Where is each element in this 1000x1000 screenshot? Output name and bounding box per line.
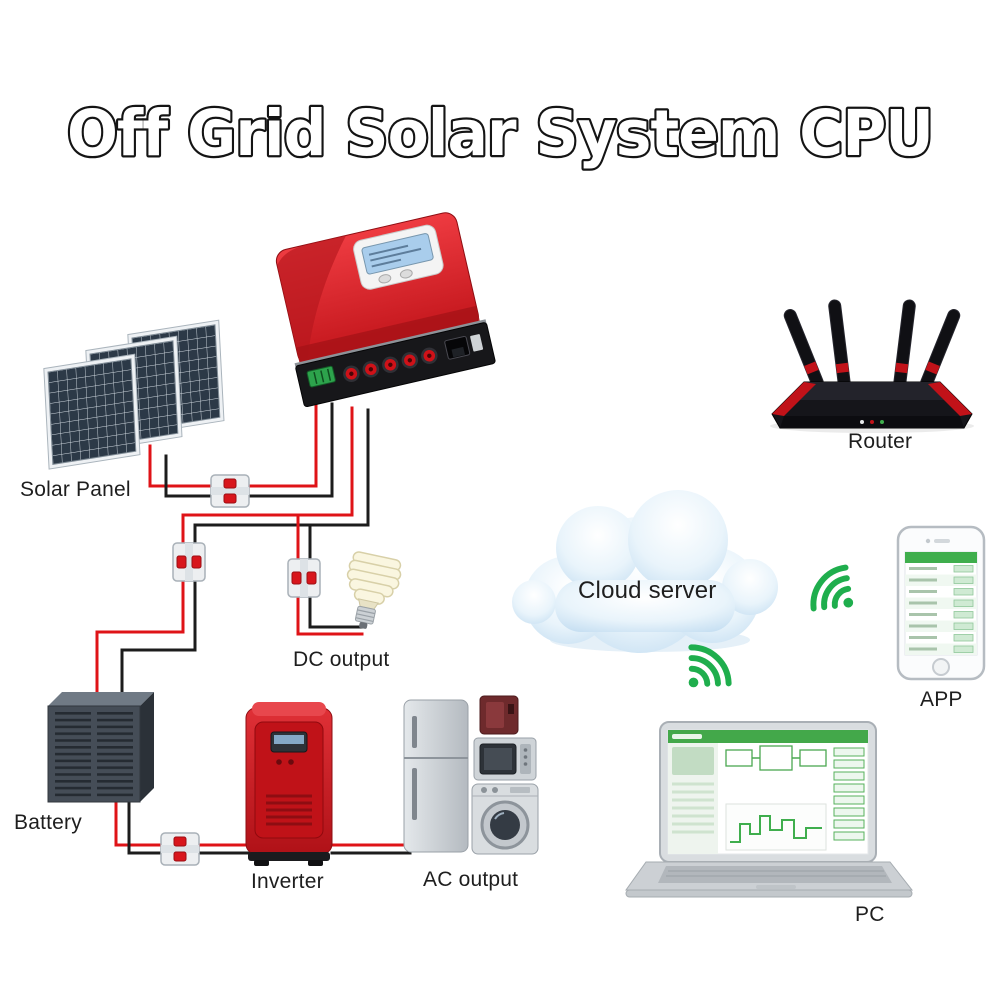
ac-appliances-icon bbox=[403, 695, 539, 855]
wifi-icon-phone bbox=[805, 561, 868, 626]
battery-icon bbox=[47, 692, 154, 803]
circuit-breaker-inverter bbox=[160, 832, 200, 866]
wire-red-battery-to-inverter bbox=[114, 794, 256, 847]
label-pc: PC bbox=[855, 903, 885, 926]
circuit-breaker-dc bbox=[287, 558, 321, 598]
router-icon bbox=[770, 299, 974, 433]
label-solar-panel: Solar Panel bbox=[20, 478, 131, 501]
label-dc-output: DC output bbox=[293, 648, 390, 671]
solar-panel-icon bbox=[43, 319, 225, 470]
label-battery: Battery bbox=[14, 811, 82, 834]
microwave bbox=[473, 737, 537, 781]
controller-terminals bbox=[306, 334, 484, 388]
phone-camera-icon bbox=[925, 538, 931, 544]
label-inverter: Inverter bbox=[251, 870, 324, 893]
circuit-breaker-solar bbox=[210, 474, 250, 508]
wire-red-dc-branch bbox=[296, 513, 364, 636]
phone-home-button bbox=[932, 658, 950, 676]
phone-icon bbox=[896, 525, 986, 681]
coffee-machine bbox=[479, 695, 519, 735]
phone-speaker bbox=[934, 539, 950, 543]
cloud-icon bbox=[512, 490, 778, 653]
controller-lcd bbox=[353, 224, 444, 290]
phone-screen-app bbox=[904, 551, 978, 656]
circuit-breaker-battery bbox=[172, 542, 206, 582]
laptop-keyboard bbox=[658, 866, 892, 883]
dc-bulb-icon bbox=[346, 551, 402, 629]
label-cloud-server: Cloud server bbox=[578, 577, 717, 604]
fridge bbox=[403, 699, 469, 853]
laptop-screen-ui bbox=[668, 730, 868, 854]
inverter-icon bbox=[245, 702, 333, 866]
wire-black-controller-to-battery bbox=[120, 408, 370, 698]
label-ac-output: AC output bbox=[423, 868, 519, 891]
charge-controller-icon bbox=[275, 212, 496, 408]
label-router: Router bbox=[848, 430, 913, 453]
label-app: APP bbox=[920, 688, 963, 711]
laptop-trackpad bbox=[756, 885, 796, 889]
laptop-icon bbox=[625, 721, 914, 898]
router-antennas bbox=[783, 299, 961, 392]
washing-machine bbox=[471, 783, 539, 855]
page-title: Off Grid Solar System CPU bbox=[67, 97, 933, 170]
wire-black-battery-to-inverter bbox=[127, 794, 256, 855]
